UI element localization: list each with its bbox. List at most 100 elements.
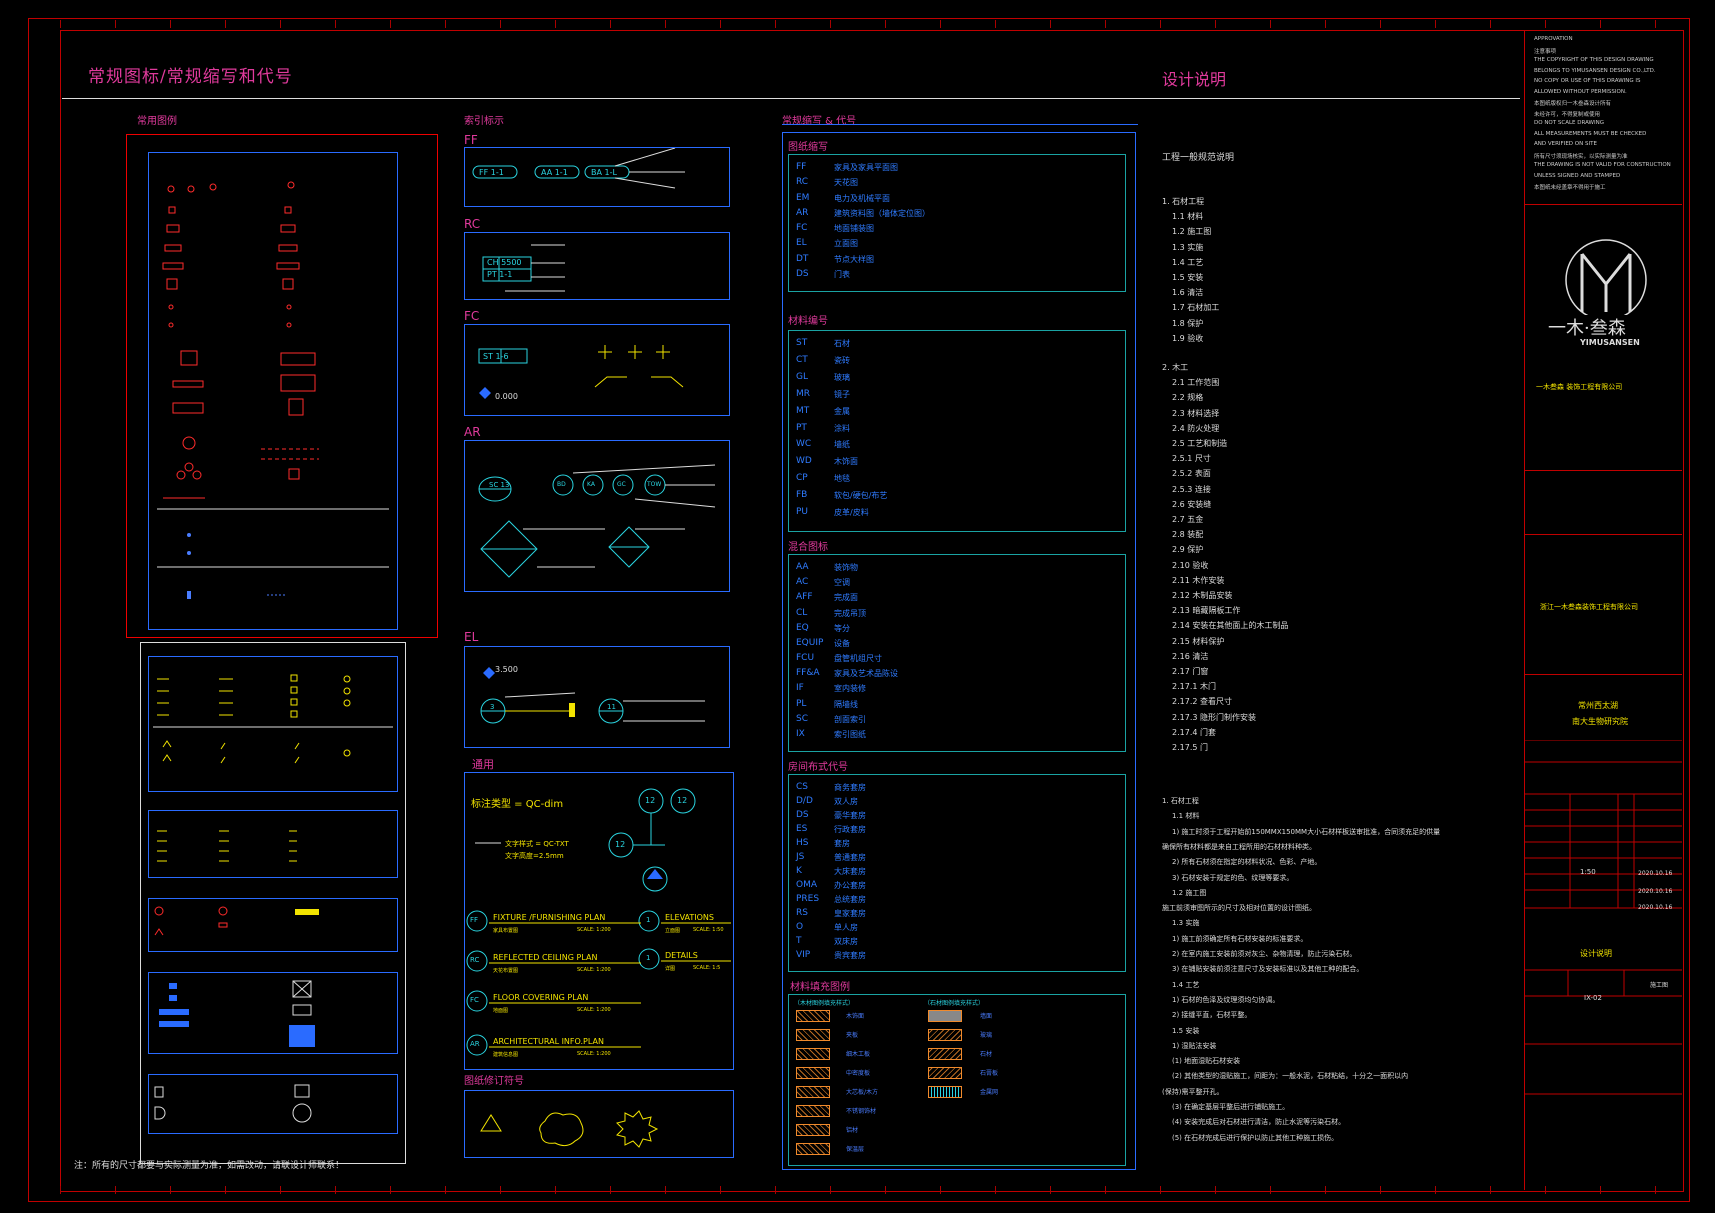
ruler-tick [1490,20,1491,28]
note-item: 2.13 暗藏隔板工作 [1172,606,1241,616]
rc-tag-pt: PT 1-1 [487,270,513,279]
hatch-label: 大芯板/木方 [846,1089,879,1096]
hatch-swatch [796,1086,830,1098]
note-item: 1.6 清洁 [1172,288,1204,298]
abbrev-desc: 皇家套房 [834,909,866,918]
abbrev-code: FCU [796,653,815,663]
ruler-tick [1655,1186,1656,1194]
abbrev-code: AR [796,207,809,218]
abbrev-desc: 墙纸 [834,440,850,450]
abbrev-code: PT [796,422,807,433]
plan-rc-code: RC [470,956,480,964]
ff-tag-3: BA 1-L [591,168,617,177]
abbrev-code: MR [796,388,811,399]
ruler-tick [1545,20,1546,28]
abbrev-code: EQUIP [796,637,824,648]
client-name: 浙江一木叁森装饰工程有限公司 [1540,603,1638,611]
abbrev-desc: 剖面索引 [834,714,866,724]
ff-tag-1: FF 1-1 [479,168,504,177]
abbrev-desc: 家具及家具平面图 [834,163,898,172]
abbrev-code: ST [796,338,808,348]
general-dim-style: 标注类型 = QC-dim [471,799,564,810]
abbrev-desc: 双床房 [834,937,858,946]
index-ff-panel: FF 1-1 AA 1-1 BA 1-L [464,147,730,207]
lighting-symbols [157,181,389,599]
project-name-1: 常州西太湖 [1578,701,1618,710]
plan-ff-sub: 家具布置图 [493,928,519,934]
note-detail-item: (3) 在确定基层平整后进行铺贴施工。 [1172,1103,1290,1111]
abbrev-desc: 瓷砖 [834,355,850,365]
drawing-main-title: 常规图标/常规缩写和代号 [88,67,293,87]
note-item: 2.5.2 表面 [1172,469,1211,479]
plan-dt-name: DETAILS [665,951,698,960]
ruler-tick [500,20,501,28]
tb-date-3: 2020.10.16 [1638,904,1673,911]
abbrev-group-title-material: 材料编号 [788,316,828,327]
tb-date-1: 2020.10.16 [1638,870,1673,877]
abbrev-desc: 金属 [834,406,850,416]
note-detail-item: (保持)需平整开孔。 [1162,1087,1224,1096]
plan-ar-scale: SCALE: 1:200 [577,1051,611,1057]
abbrev-code: DS [796,268,809,279]
abbrev-code: T [796,936,802,946]
note-item: 1.8 保护 [1172,318,1204,328]
hatch-label: 石膏板 [980,1070,999,1077]
ruler-tick [1325,20,1326,28]
note-detail-item: 3) 在铺贴安装前须注意尺寸及安装标准以及其他工种的配合。 [1172,965,1364,974]
hatch-label: 金属网 [980,1089,999,1096]
index-el-panel: 3.500 3 11 [464,646,730,748]
abbrev-code: MT [796,405,810,416]
abbrev-desc: 办公套房 [834,881,866,890]
abbrev-code: JS [796,852,805,862]
fc-tag-symbols [478,345,684,399]
abbrev-desc: 单人房 [834,923,858,932]
abbrev-desc: 完成面 [834,593,858,603]
abbrev-code: DS [796,810,809,820]
abbrev-desc: 地面铺装图 [834,224,874,233]
note-detail-item: 1) 石材的色泽及纹理须均匀协调。 [1172,995,1280,1004]
abbrev-code: WC [796,439,812,450]
plan-dt-code: 1 [646,954,651,962]
abbrev-desc: 贵宾套房 [834,951,866,960]
revision-symbols [480,1110,659,1148]
abbrev-code: D/D [796,796,813,806]
hatch-swatch [796,1124,830,1136]
tb-red-note: ALLOWED WITHOUT PERMISSION. [1534,88,1627,95]
general-text-style: 文字样式 = QC-TXT [505,840,569,848]
tb-red-note: ALL MEASUREMENTS MUST BE CHECKED [1534,130,1647,137]
legend-electrical-frame [140,642,406,1164]
abbrev-desc: 地毯 [834,474,850,484]
abbrev-code: CT [796,354,808,365]
hatch-swatch [928,1067,962,1079]
ruler-tick [885,20,886,28]
abbrev-desc: 门表 [834,269,850,279]
note-detail-item: 确保所有材料都是来自工程所用的石材材料种类。 [1162,842,1316,851]
abbrev-desc: 天花图 [834,178,858,188]
index-group-rc: RC [464,217,481,231]
abbrev-code: RS [796,908,808,918]
note-detail-item: 1.1 材料 [1172,812,1200,821]
plan-el-name: ELEVATIONS [665,913,714,922]
abbrev-desc: 家具及艺术品陈设 [834,669,898,679]
ruler-tick [995,1186,996,1194]
tb-red-note: APPROVATION [1534,36,1573,42]
legend-lighting-panel [148,152,398,630]
ruler-tick [335,20,336,28]
title-block [1524,30,1683,1190]
abbrev-desc: 盘管机组尺寸 [834,654,882,663]
el-tag-b: 11 [607,703,616,711]
ruler-tick [1655,20,1656,28]
abbrev-desc: 行政套房 [834,825,866,834]
general-ref-symbols [466,788,731,1056]
plan-ar-code: AR [470,1040,480,1048]
note-item: 2.14 安装在其他面上的木工制品 [1172,621,1289,631]
note-item: 2.9 保护 [1172,545,1204,555]
tb-red-note: 未经许可，不得复制或使用 [1534,111,1601,118]
ruler-tick [720,20,721,28]
plan-ar-sub: 建筑信息图 [493,1052,519,1058]
index-group-el: EL [464,630,479,644]
abbrev-desc: 建筑资料图（墙体定位图） [834,208,930,218]
abbrev-group-box-space [788,774,1126,972]
abbrev-code: FB [796,490,808,501]
